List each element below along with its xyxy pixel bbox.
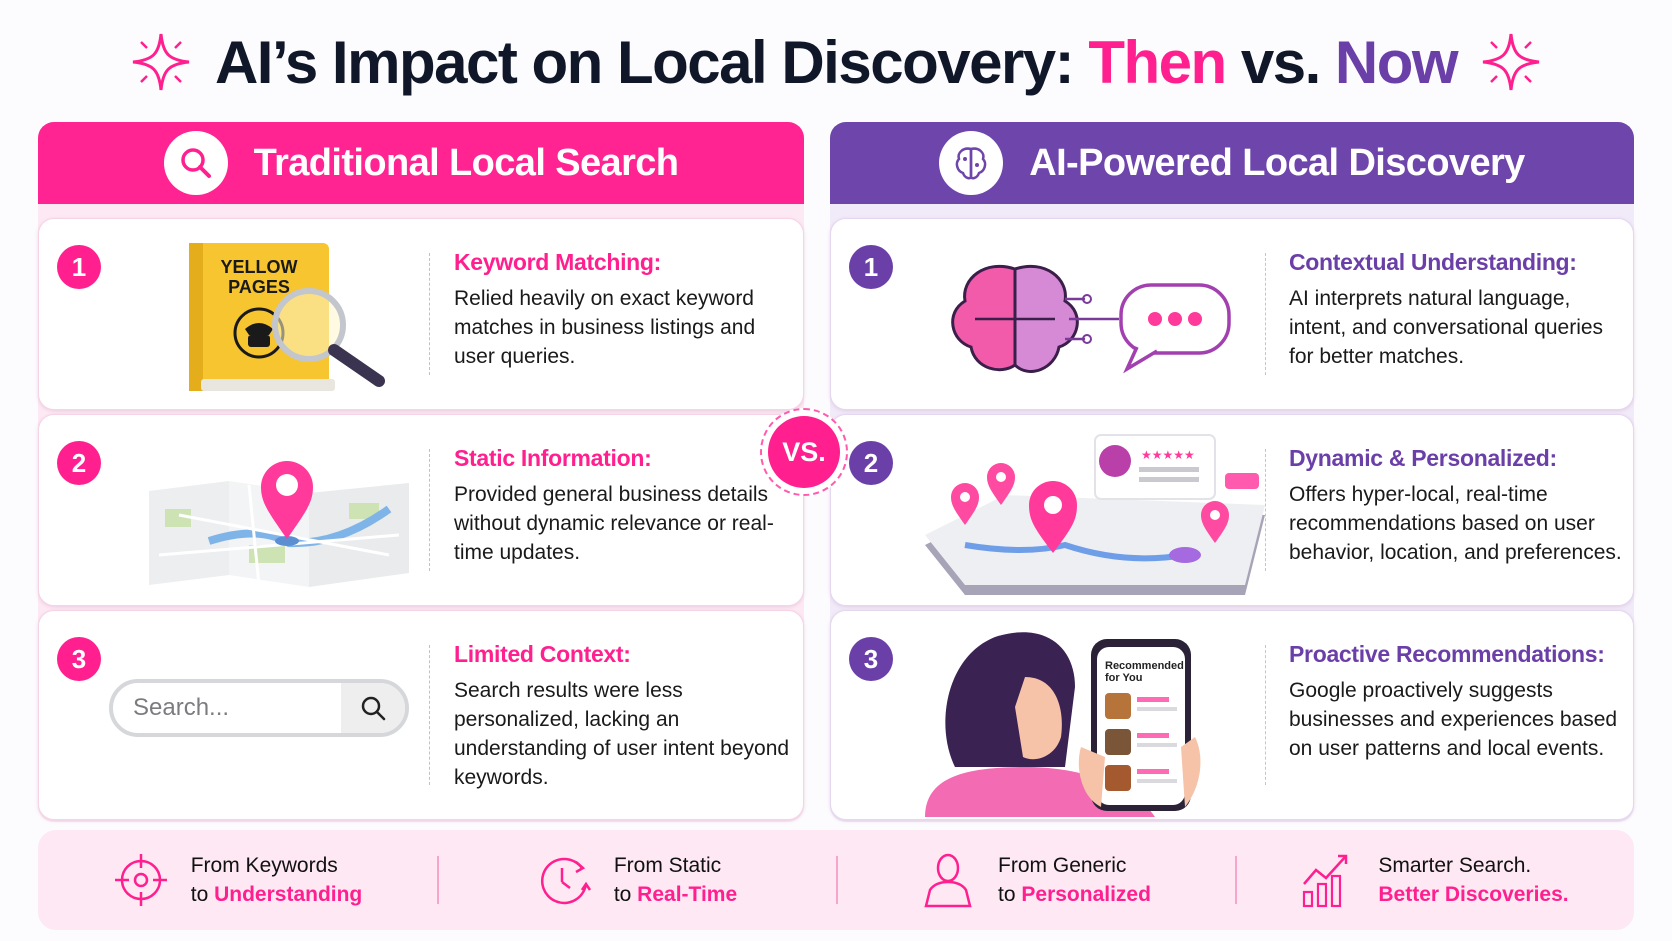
card-text: Dynamic & Personalized: Offers hyper-loc… <box>1289 445 1629 567</box>
card-title: Contextual Understanding: <box>1289 249 1577 275</box>
card-description: Provided general business details withou… <box>454 483 774 564</box>
traditional-search-panel: Traditional Local Search 1 YELLOW PAGES … <box>38 122 804 822</box>
title-now: Now <box>1334 28 1459 96</box>
panel-header: AI-Powered Local Discovery <box>830 122 1634 204</box>
summary-item-better-discoveries: Smarter Search. Better Discoveries. <box>1235 830 1634 930</box>
svg-text:Recommended: Recommended <box>1105 660 1184 672</box>
card-contextual-understanding: 1 Contextual Understanding: AI interpret… <box>830 218 1634 410</box>
card-title: Limited Context: <box>454 641 631 667</box>
folded-map-icon <box>149 461 409 587</box>
search-bar-illustration: Search... <box>109 679 409 737</box>
number-badge: 3 <box>57 637 101 681</box>
svg-text:★★★★★: ★★★★★ <box>1141 448 1195 462</box>
card-title: Keyword Matching: <box>454 249 662 275</box>
card-description: AI interprets natural language, intent, … <box>1289 287 1604 368</box>
search-icon <box>163 131 228 195</box>
card-text: Keyword Matching: Relied heavily on exac… <box>454 249 794 371</box>
number-badge: 1 <box>57 245 101 289</box>
panel-title: Traditional Local Search <box>253 141 679 184</box>
number-badge: 1 <box>849 245 893 289</box>
summary-item-real-time: From Static to Real-Time <box>437 830 836 930</box>
ai-discovery-panel: AI-Powered Local Discovery 1 Contextual … <box>830 122 1634 822</box>
panel-title: AI-Powered Local Discovery <box>1029 141 1525 184</box>
yellow-pages-book-icon: YELLOW PAGES <box>189 243 385 391</box>
clock-refresh-icon <box>540 857 591 905</box>
user-icon <box>924 853 972 908</box>
card-text: Static Information: Provided general bus… <box>454 445 794 567</box>
dashed-divider <box>429 645 430 785</box>
number-badge: 2 <box>849 441 893 485</box>
card-text: Proactive Recommendations: Google proact… <box>1289 641 1629 763</box>
card-title: Static Information: <box>454 445 652 471</box>
svg-text:YELLOW: YELLOW <box>221 257 298 277</box>
card-description: Search results were less personalized, l… <box>454 679 790 789</box>
dashed-divider <box>429 449 430 571</box>
search-placeholder: Search... <box>133 694 230 721</box>
summary-bar: From Keywords to Understanding From Stat… <box>38 830 1634 930</box>
panel-header: Traditional Local Search <box>38 122 804 204</box>
growth-chart-icon <box>1303 854 1348 908</box>
sparkle-icon <box>1482 33 1540 91</box>
card-dynamic-personalized: 2 ★★★★★ Dynamic & Personalized: Offers h… <box>830 414 1634 606</box>
card-text: Limited Context: Search results were les… <box>454 641 794 792</box>
woman-with-phone-icon: Recommended for You <box>925 632 1201 817</box>
summary-item-understanding: From Keywords to Understanding <box>38 830 437 930</box>
title-then: Then <box>1088 28 1227 96</box>
number-badge: 2 <box>57 441 101 485</box>
dashed-divider <box>1265 253 1266 375</box>
card-title: Proactive Recommendations: <box>1289 641 1605 667</box>
page-title: AI’s Impact on Local Discovery: Then vs.… <box>214 28 1459 96</box>
card-description: Relied heavily on exact keyword matches … <box>454 287 756 368</box>
card-text: Contextual Understanding: AI interprets … <box>1289 249 1629 371</box>
card-static-information: 2 Static Information: Provided general b… <box>38 414 804 606</box>
summary-item-personalized: From Generic to Personalized <box>836 830 1235 930</box>
svg-text:PAGES: PAGES <box>228 277 290 297</box>
dashed-divider <box>1265 645 1266 785</box>
card-proactive-recommendations: 3 Recommended for You Proactive Recommen… <box>830 610 1634 820</box>
target-icon <box>114 854 167 906</box>
brain-icon <box>939 131 1004 195</box>
card-description: Google proactively suggests businesses a… <box>1289 679 1618 760</box>
card-limited-context: 3 Search... Limited Context: Search resu… <box>38 610 804 820</box>
3d-map-pins-icon: ★★★★★ <box>925 434 1265 595</box>
card-keyword-matching: 1 YELLOW PAGES Keyword Matching: Relied … <box>38 218 804 410</box>
dashed-divider <box>1265 449 1266 571</box>
dashed-divider <box>429 253 430 375</box>
card-title: Dynamic & Personalized: <box>1289 445 1557 471</box>
brain-chat-icon <box>951 264 1231 374</box>
svg-text:for You: for You <box>1105 672 1142 684</box>
title-row: AI’s Impact on Local Discovery: Then vs.… <box>0 22 1672 102</box>
sparkle-icon <box>132 33 190 91</box>
vs-badge: VS. <box>760 408 848 496</box>
number-badge: 3 <box>849 637 893 681</box>
search-icon <box>341 683 405 733</box>
card-description: Offers hyper-local, real-time recommenda… <box>1289 483 1622 564</box>
